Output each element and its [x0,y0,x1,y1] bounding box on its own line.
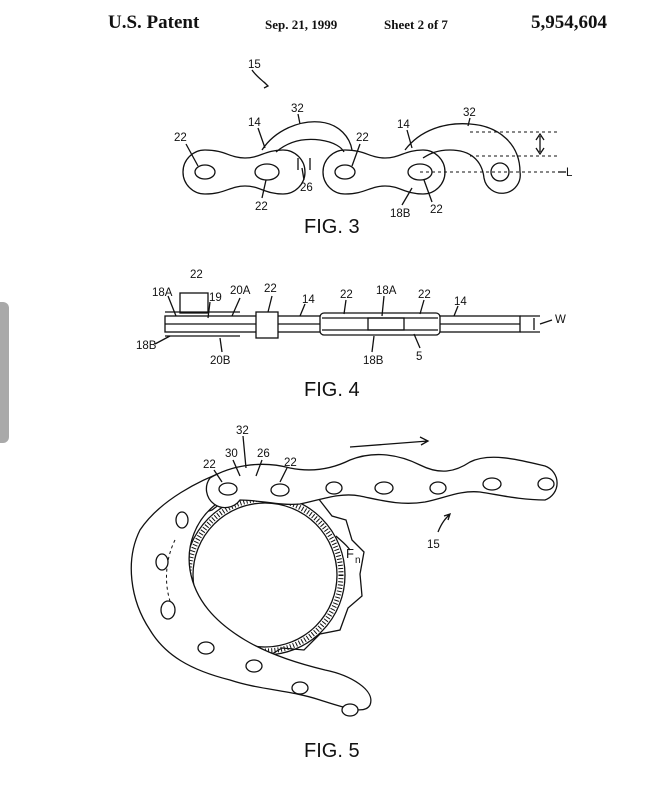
fig3-chain-side-view: 15 32 32 14 14 22 22 22 22 26 18B L FIG.… [174,59,573,238]
fig3-ref-32b: 32 [463,107,476,119]
fig5-direction-arrow [349,436,430,448]
fig3-ref-18b: 18B [390,208,411,220]
fig3-ref-15: 15 [248,59,261,71]
fig4-ref-20a: 20A [230,285,251,297]
fig5-caption: FIG. 5 [304,740,360,762]
fig4-ref-W: W [555,314,566,326]
fig5-ref-30: 30 [225,448,238,460]
fig4-ref-19: 19 [209,292,222,304]
fig4-ref-18a1: 18A [152,287,173,299]
fig4-roller [255,311,279,339]
fig3-hole-1 [194,164,216,180]
fig3-ref-14a: 14 [248,117,261,129]
fig3-ref-26: 26 [300,182,313,194]
fig3-caption: FIG. 3 [304,216,360,238]
header-patent-number: 5,954,604 [531,12,607,33]
fig3-ref-L: L [566,167,573,179]
fig3-ref-22b: 22 [356,132,369,144]
fig3-ref-14b: 14 [397,119,410,131]
fig5-chain-upper [205,453,558,509]
fig4-link-center [367,317,405,331]
side-scroll-tab[interactable] [0,302,9,443]
fig5-ref-Fn: F [346,546,354,561]
fig3-hole-2 [254,163,280,181]
fig3-arch-1 [261,121,353,151]
fig5-ref-15: 15 [427,539,440,551]
fig3-ref-22d: 22 [430,204,443,216]
fig4-pin-head [179,292,209,314]
fig4-ref-20b: 20B [210,355,231,367]
fig4-ref-18b2: 18B [363,355,384,367]
fig3-link-1 [182,149,306,195]
header-patent-label: U.S. Patent [108,12,200,33]
header-sheet: Sheet 2 of 7 [384,17,448,32]
fig4-ref-14b: 14 [454,296,467,308]
fig4-ref-14a: 14 [302,294,315,306]
fig3-arch-2 [404,123,521,194]
fig3-joint-26 [297,158,311,170]
fig5-ref-22b: 22 [284,457,297,469]
fig4-ref-22c: 22 [340,289,353,301]
fig5-ref-Fn-subscript: n [355,555,361,566]
fig3-ref-22c: 22 [255,201,268,213]
fig4-ref-18a2: 18A [376,285,397,297]
fig5-ref-26: 26 [257,448,270,460]
fig4-ref-5: 5 [416,351,422,363]
header-date: Sep. 21, 1999 [265,17,338,32]
fig4-ref-22a: 22 [190,269,203,281]
fig5-chain-on-sprocket: 32 30 26 22 22 15 F n FIG. 5 [130,425,558,762]
fig4-ref-22d: 22 [418,289,431,301]
fig3-arch-1-inner [275,138,345,153]
fig5-chain-wrap-outer [130,469,372,711]
fig5-ring-inner [192,502,338,648]
fig5-ref-32: 32 [236,425,249,437]
fig5-chain-holes [155,477,555,717]
fig3-hole-3 [334,164,356,180]
fig5-ref-22a: 22 [203,459,216,471]
fig4-ref-22b: 22 [264,283,277,295]
fig3-ref-22a: 22 [174,132,187,144]
fig3-ref-32a: 32 [291,103,304,115]
fig4-ref-18b1: 18B [136,340,157,352]
fig4-caption: FIG. 4 [304,379,360,401]
fig4-chain-top-view: 22 18A 19 20A 22 14 22 18A 22 14 18B 20B… [136,269,566,401]
